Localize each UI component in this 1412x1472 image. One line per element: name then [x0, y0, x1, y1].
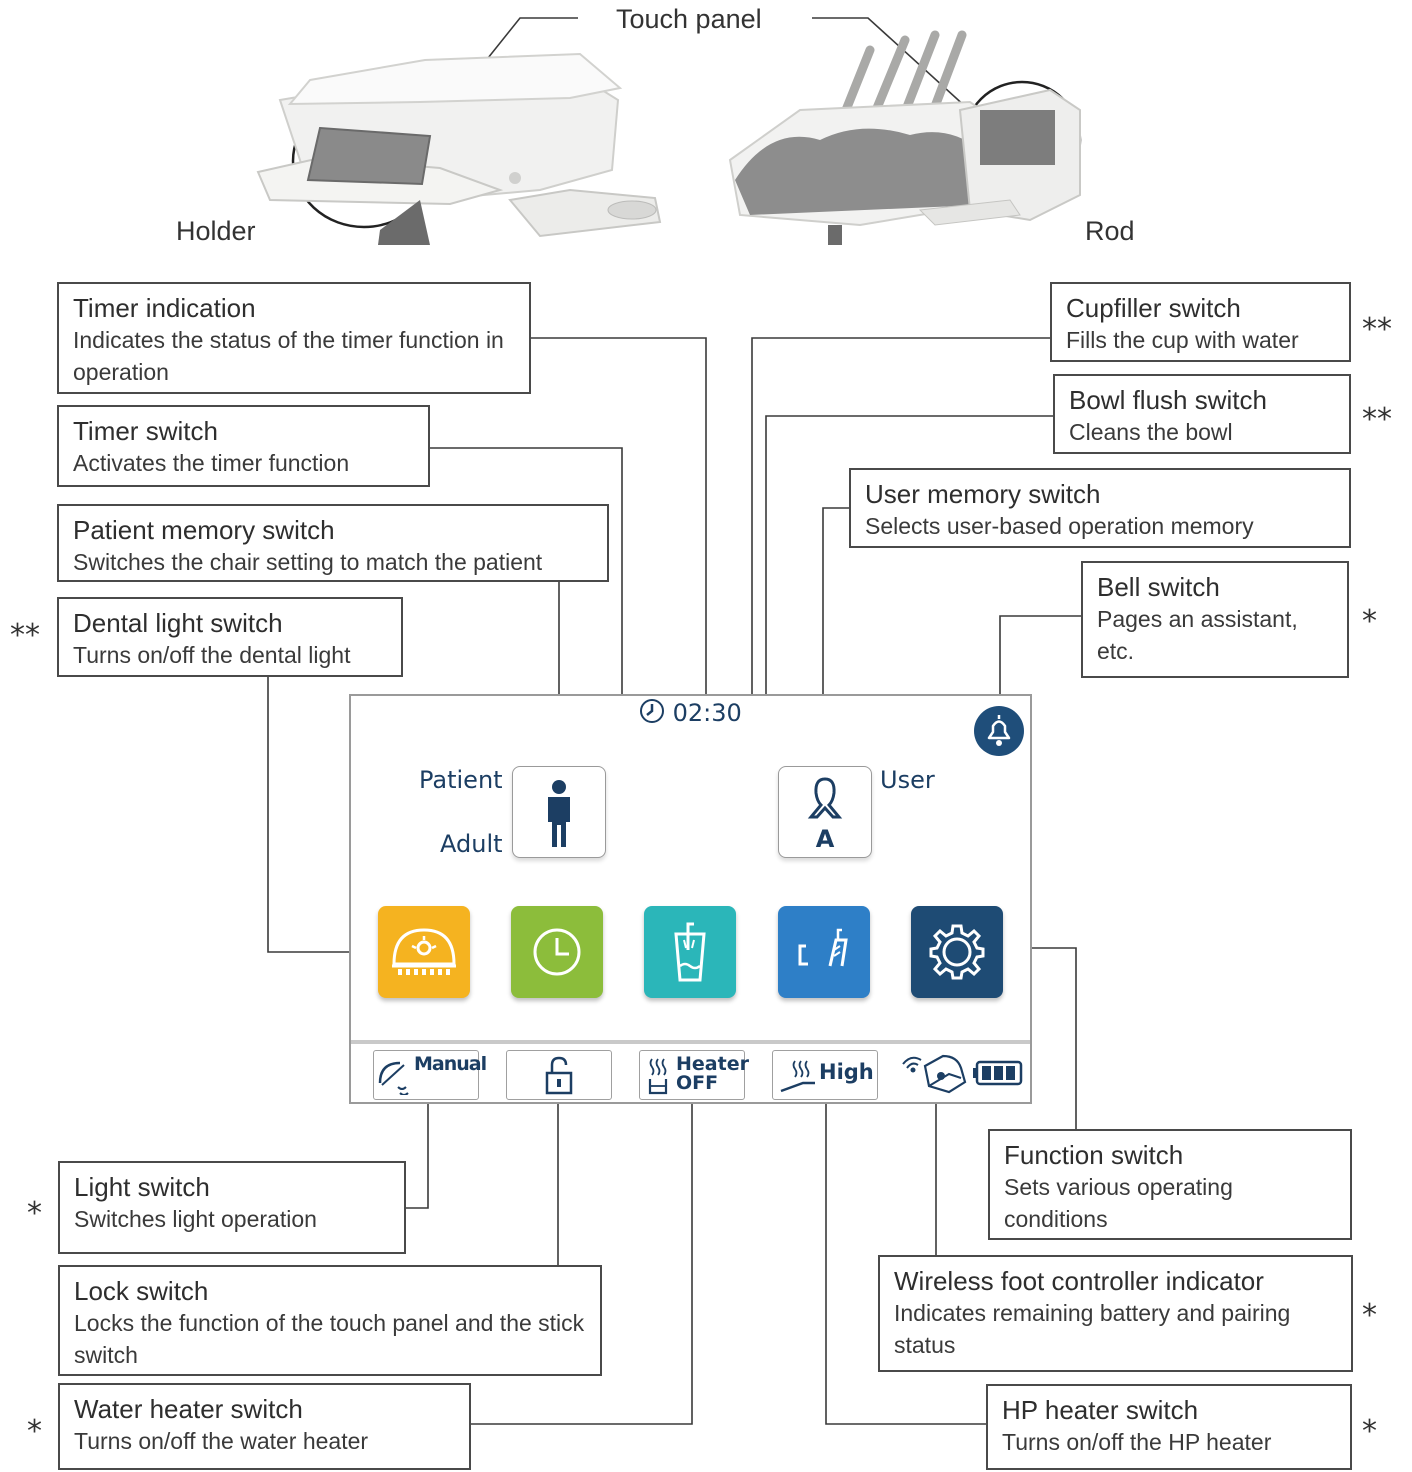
bell-switch[interactable]: [973, 705, 1025, 757]
callout-title: Water heater switch: [74, 1394, 303, 1424]
mark-hp-heater: *: [1362, 1414, 1377, 1449]
mark-light-switch: *: [27, 1196, 42, 1231]
function-switch[interactable]: [911, 906, 1003, 998]
light-mode-icon: [378, 1061, 409, 1095]
heater-label: Heater: [676, 1053, 749, 1075]
wireless-foot-controller-indicator: [899, 1048, 1027, 1098]
hp-heater-switch[interactable]: High: [772, 1050, 878, 1100]
callout-timer-switch: Timer switch Activates the timer functio…: [57, 405, 430, 487]
user-label: User: [880, 766, 935, 794]
callout-desc: Pages an assistant, etc.: [1097, 606, 1298, 664]
callout-wireless: Wireless foot controller indicator Indic…: [878, 1255, 1353, 1372]
dental-light-switch[interactable]: [378, 906, 470, 998]
callout-water-heater: Water heater switch Turns on/off the wat…: [58, 1383, 471, 1470]
light-switch[interactable]: Manual: [373, 1050, 487, 1100]
user-letter: A: [815, 825, 835, 853]
bowl-flush-icon: [798, 928, 848, 967]
lock-switch[interactable]: [506, 1050, 612, 1100]
callout-desc: Switches light operation: [74, 1206, 317, 1232]
mark-cupfiller: **: [1362, 312, 1392, 347]
patient-memory-switch[interactable]: [512, 766, 606, 858]
callout-title: Cupfiller switch: [1066, 293, 1241, 323]
callout-title: Timer switch: [73, 416, 218, 446]
cup-icon: [674, 922, 706, 982]
clock-icon: [639, 698, 665, 730]
callout-title: Patient memory switch: [73, 515, 335, 545]
callout-function: Function switch Sets various operating c…: [988, 1129, 1352, 1240]
callout-desc: Sets various operating conditions: [1004, 1174, 1233, 1232]
callout-lock: Lock switch Locks the function of the to…: [58, 1265, 602, 1376]
patient-type-label: Adult: [440, 830, 503, 858]
handpiece-heater-icon: [780, 1060, 815, 1093]
callout-timer-indication: Timer indication Indicates the status of…: [57, 282, 531, 394]
callout-title: Lock switch: [74, 1276, 209, 1306]
unlock-icon: [545, 1056, 573, 1095]
callout-desc: Turns on/off the water heater: [74, 1428, 369, 1454]
callout-title: HP heater switch: [1002, 1395, 1199, 1425]
callout-title: Timer indication: [73, 293, 256, 323]
callout-user-memory: User memory switch Selects user-based op…: [849, 468, 1351, 548]
callout-desc: Turns on/off the dental light: [73, 642, 351, 668]
user-memory-switch[interactable]: A: [778, 766, 872, 858]
callout-title: User memory switch: [865, 479, 1101, 509]
rod-label: Rod: [1085, 216, 1135, 246]
heater-state: OFF: [676, 1072, 719, 1094]
timer-indication: 02:30: [639, 698, 742, 730]
water-heater-switch[interactable]: Heater OFF: [639, 1050, 749, 1100]
callout-title: Wireless foot controller indicator: [894, 1266, 1264, 1296]
bell-icon: [974, 706, 1024, 756]
callout-cupfiller: Cupfiller switch Fills the cup with wate…: [1050, 282, 1351, 362]
light-mode-text: Manual: [414, 1053, 487, 1075]
person-icon: [548, 780, 570, 847]
timer-value: 02:30: [672, 699, 742, 727]
mark-wireless: *: [1362, 1298, 1377, 1333]
callout-desc: Fills the cup with water: [1066, 327, 1299, 353]
callout-desc: Turns on/off the HP heater: [1002, 1429, 1272, 1455]
callout-patient-memory: Patient memory switch Switches the chair…: [57, 504, 609, 582]
mark-water-heater: *: [27, 1414, 42, 1449]
foot-controller-battery-icon: [902, 1054, 1023, 1094]
holder-illustration: [256, 52, 662, 245]
callout-desc: Switches the chair setting to match the …: [73, 549, 543, 575]
callout-desc: Selects user-based operation memory: [865, 513, 1254, 539]
gear-icon: [929, 924, 985, 980]
callout-title: Dental light switch: [73, 608, 283, 638]
callout-dental-light: Dental light switch Turns on/off the den…: [57, 597, 403, 677]
clock-icon: [533, 928, 581, 976]
callout-hp-heater: HP heater switch Turns on/off the HP hea…: [986, 1384, 1352, 1470]
mark-bell: *: [1362, 604, 1377, 639]
callout-title: Bell switch: [1097, 572, 1220, 602]
callout-desc: Locks the function of the touch panel an…: [74, 1310, 585, 1368]
water-heater-icon: [648, 1058, 668, 1095]
callout-desc: Cleans the bowl: [1069, 419, 1233, 445]
timer-switch[interactable]: [511, 906, 603, 998]
divider: [351, 1040, 1030, 1044]
callout-title: Bowl flush switch: [1069, 385, 1267, 415]
callout-desc: Activates the timer function: [73, 450, 350, 476]
callout-desc: Indicates remaining battery and pairing …: [894, 1300, 1291, 1358]
callout-bowl-flush: Bowl flush switch Cleans the bowl: [1053, 374, 1351, 454]
holder-label: Holder: [176, 216, 256, 246]
patient-label: Patient: [419, 766, 503, 794]
hp-level: High: [819, 1060, 874, 1084]
callout-bell: Bell switch Pages an assistant, etc.: [1081, 561, 1349, 678]
mark-bowl-flush: **: [1362, 402, 1392, 437]
touch-panel-label: Touch panel: [616, 4, 762, 34]
callout-desc: Indicates the status of the timer functi…: [73, 327, 504, 385]
callout-title: Function switch: [1004, 1140, 1184, 1170]
cupfiller-switch[interactable]: [644, 906, 736, 998]
bowl-flush-switch[interactable]: [778, 906, 870, 998]
mark-dental-light: **: [10, 618, 40, 653]
touch-panel-screen: 02:30 Patient Adult A User Man: [349, 694, 1032, 1104]
user-icon: [807, 777, 843, 819]
callout-title: Light switch: [74, 1172, 210, 1202]
callout-light-switch: Light switch Switches light operation: [58, 1161, 406, 1254]
dental-light-icon: [392, 928, 456, 975]
rod-illustration: [728, 30, 1081, 245]
